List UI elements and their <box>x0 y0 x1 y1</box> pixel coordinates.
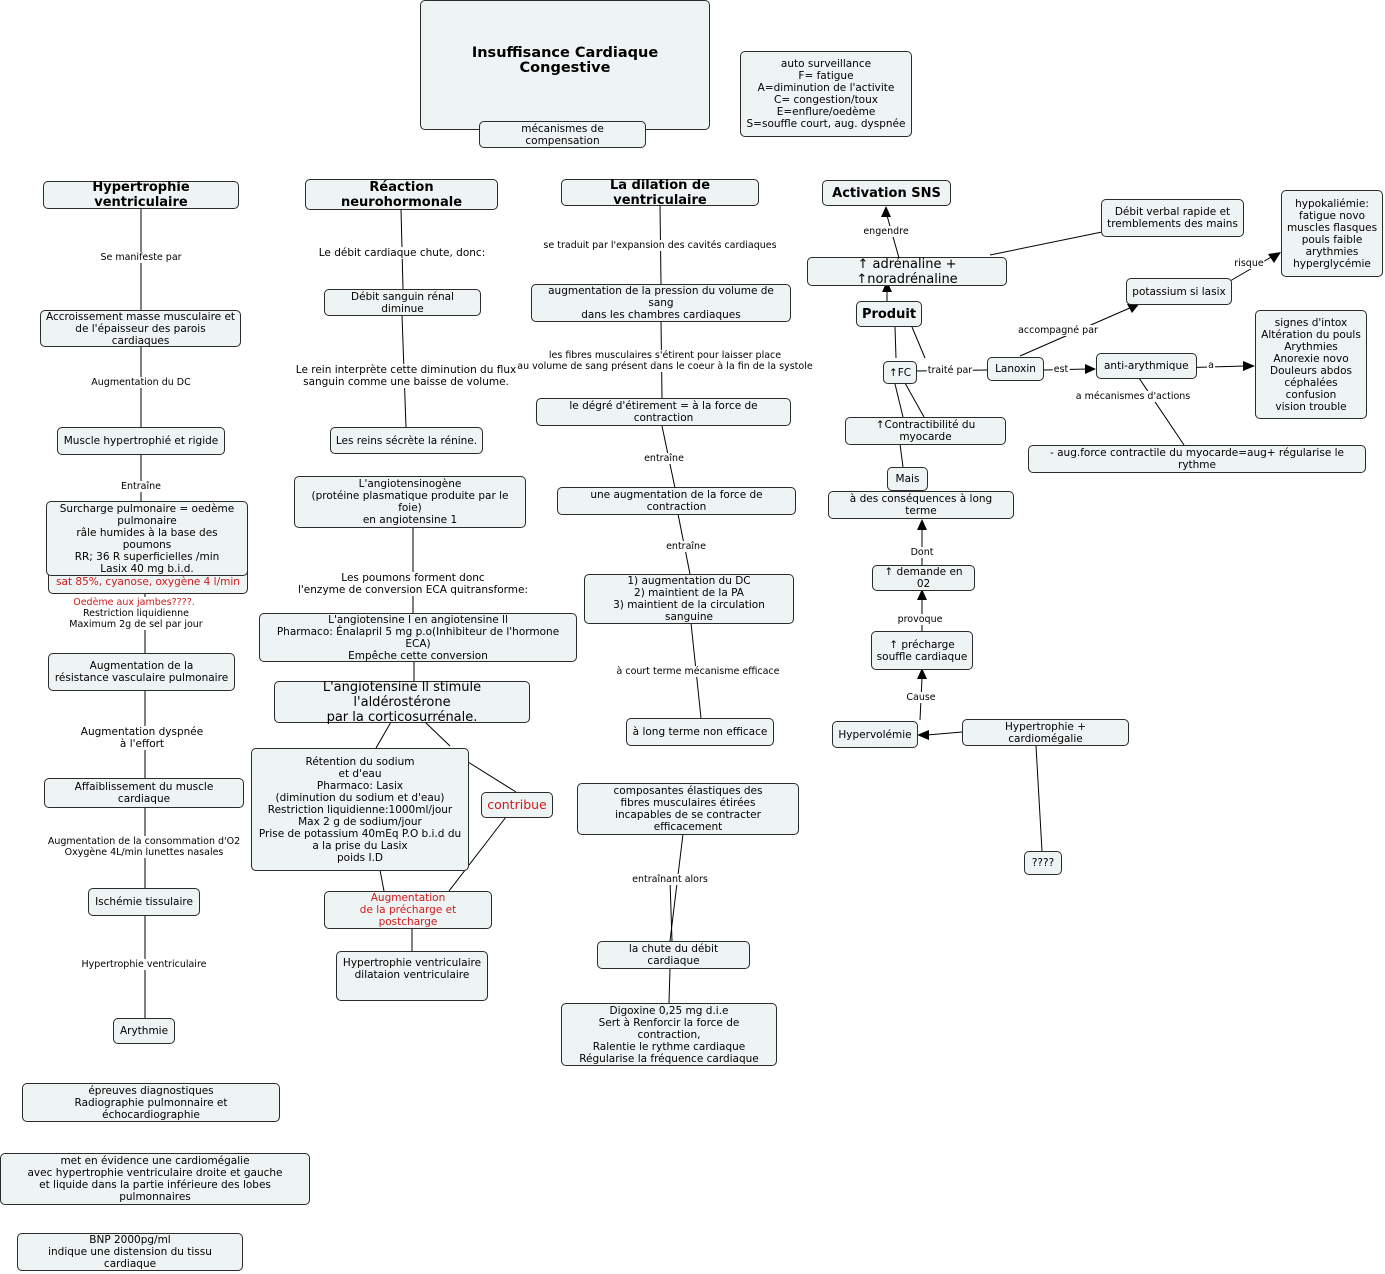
col1-link-4: Restriction liquidienne Maximum 2g de se… <box>68 608 204 630</box>
col2-head: Réaction neurohormonale <box>305 179 498 210</box>
col2-node-5: L'angiotensine ll stimule l'aldérostéron… <box>274 680 530 725</box>
col2-node-2: Les reins sécrète la rénine. <box>330 427 483 454</box>
col3-link-5: à court terme mécanisme efficace <box>615 666 781 677</box>
precharge-node: ↑ précharge souffle cardiaque <box>871 631 973 670</box>
col2-node-4: L'angiotensine I en angiotensine ll Phar… <box>259 613 577 662</box>
unknown-node: ???? <box>1024 851 1062 875</box>
col3-node-2: le dégré d'étirement = à la force de con… <box>536 398 791 426</box>
col3-node-8: Digoxine 0,25 mg d.i.e Sert à Renforcir … <box>561 1003 777 1066</box>
title-node: Insuffisance Cardiaque Congestive <box>420 0 710 130</box>
col1-node-5: Affaiblissement du muscle cardiaque <box>44 778 244 808</box>
col3-node-1: augmentation de la pression du volume de… <box>531 284 791 322</box>
hypokaliemie-node: hypokaliémie: fatigue novo muscles flasq… <box>1281 190 1383 277</box>
col2-node-6: Rétention du sodium et d'eau Pharmaco: L… <box>251 748 469 871</box>
link-dont: Dont <box>909 547 935 558</box>
col1-node-3-red-text: sat 85%, cyanose, oxygène 4 l/min <box>56 576 240 588</box>
link-a: a <box>1207 360 1215 371</box>
col2-link-1: Le débit cardiaque chute, donc: <box>317 247 487 259</box>
contribue-node: contribue <box>481 792 553 818</box>
col2-node-7: Augmentation de la précharge et postchar… <box>324 891 492 929</box>
col1-node-7: Arythmie <box>113 1018 175 1044</box>
anti-arythmique-node: anti-arythmique <box>1096 353 1197 379</box>
diag-node-3: BNP 2000pg/ml indique une distension du … <box>17 1233 243 1271</box>
lanoxin-node: Lanoxin <box>987 357 1044 381</box>
cardiomegalie-node: Hypertrophie + cardiomégalie <box>962 719 1129 746</box>
contractibilite-node: ↑Contractibilité du myocarde <box>845 417 1006 445</box>
col1-link-3: Entraîne <box>120 481 162 492</box>
link-risque: risque <box>1233 258 1265 269</box>
consequences-node: à des conséquences à long terme <box>828 491 1014 519</box>
col3-node-6: composantes élastiques des fibres muscul… <box>577 783 799 835</box>
hypervolemie-node: Hypervolémie <box>832 721 918 748</box>
col1-node-4: Augmentation de la résistance vasculaire… <box>48 653 235 691</box>
col3-link-1: se traduit par l'expansion des cavités c… <box>542 240 778 251</box>
col3-node-3: une augmentation de la force de contract… <box>557 487 796 515</box>
link-engendre: engendre <box>862 226 910 237</box>
col1-link-4-red: Oedème aux jambes????. <box>72 597 196 608</box>
col2-link-3: Les poumons forment donc l'enzyme de con… <box>297 572 529 596</box>
link-mecanismes: a mécanismes d'actions <box>1074 391 1192 402</box>
mais-node: Mais <box>887 467 928 491</box>
col3-node-4: 1) augmentation du DC 2) maintient de la… <box>584 574 794 624</box>
col1-head: Hypertrophie ventriculaire <box>43 180 239 210</box>
adrenaline-node: ↑ adrénaline + ↑noradrénaline <box>807 257 1007 287</box>
link-est: est <box>1052 364 1070 375</box>
col1-node-1: Accroissement masse musculaire et de l'é… <box>40 310 241 347</box>
col2-node-8: Hypertrophie ventriculaire dilataion ven… <box>336 951 488 1001</box>
potassium-node: potassium si lasix <box>1126 278 1232 305</box>
diag-node-1: épreuves diagnostiques Radiographie pulm… <box>22 1083 280 1122</box>
col3-node-7: la chute du débit cardiaque <box>597 941 750 969</box>
col2-node-1: Débit sanguin rénal diminue <box>324 289 481 316</box>
link-traite-par: traité par <box>926 365 974 376</box>
col3-link-6: entraînant alors <box>631 874 709 885</box>
col1-link-2: Augmentation du DC <box>90 377 192 388</box>
col1-link-5: Augmentation dyspnée à l'effort <box>79 726 205 750</box>
col3-link-4: entraîne <box>665 541 707 552</box>
col2-node-3: L'angiotensinogène (protéine plasmatique… <box>294 476 526 528</box>
demande-node: ↑ demande en 02 <box>872 565 975 591</box>
debit-verbal-node: Débit verbal rapide et tremblements des … <box>1101 199 1244 237</box>
auto-surveillance-node: auto surveillance F= fatigue A=diminutio… <box>740 51 912 137</box>
col1-link-6: Augmentation de la consommation d'O2 Oxy… <box>46 836 242 858</box>
diag-node-2: met en évidence une cardiomégalie avec h… <box>0 1153 310 1205</box>
link-accompagne: accompagné par <box>1017 325 1099 336</box>
col1-node-6: Ischémie tissulaire <box>88 888 200 916</box>
col1-link-7: Hypertrophie ventriculaire <box>80 959 208 970</box>
col3-head: La dilation de ventriculaire <box>561 178 759 208</box>
subtitle-node: mécanismes de compensation <box>479 121 646 148</box>
intox-node: signes d'intox Altération du pouls Aryth… <box>1255 310 1367 419</box>
link-cause: Cause <box>905 692 937 703</box>
col1-node-3: Surcharge pulmonaire = oedème pulmonaire… <box>46 501 248 576</box>
col1-link-1: Se manifeste par <box>99 252 183 263</box>
col2-link-2: Le rein interprète cette diminution du f… <box>294 364 518 388</box>
link-provoque: provoque <box>896 614 944 625</box>
col3-link-2: les fibres musculaires s'étirent pour la… <box>516 350 814 372</box>
fc-node: ↑FC <box>883 361 917 384</box>
col3-link-3: entraîne <box>643 453 685 464</box>
col4-head: Activation SNS <box>822 180 951 206</box>
col3-node-5: à long terme non efficace <box>626 718 774 746</box>
produit-node: Produit <box>856 301 922 327</box>
col1-node-2: Muscle hypertrophié et rigide <box>57 427 225 455</box>
aug-force-node: - aug.force contractile du myocarde=aug+… <box>1028 445 1366 473</box>
